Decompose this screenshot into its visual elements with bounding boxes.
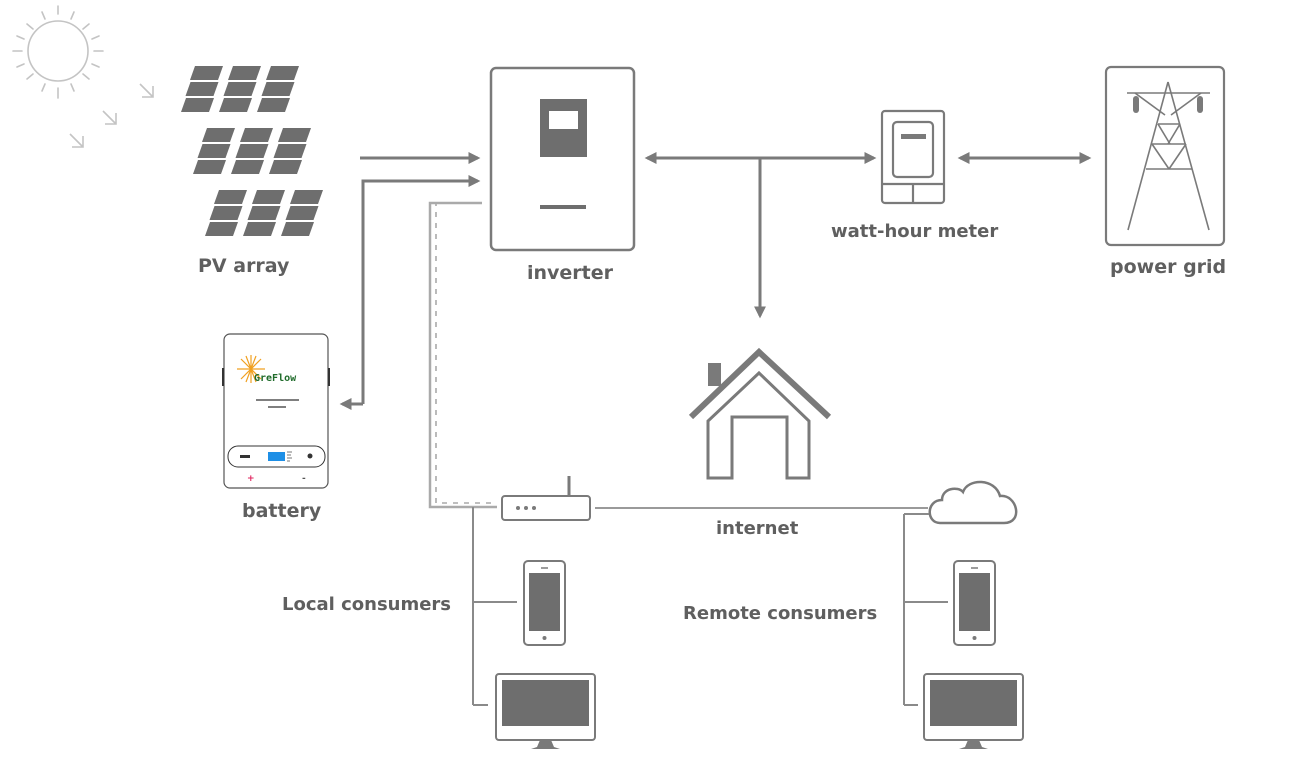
local-phone-icon: [523, 560, 566, 646]
solar-cell: [209, 206, 243, 220]
power-tower-icon: [1104, 65, 1226, 247]
solar-cell: [197, 144, 231, 158]
local-monitor-icon: [495, 673, 596, 749]
pv-to-inverter-arrows: [339, 152, 481, 410]
solar-cell: [252, 190, 285, 204]
solar-cell: [190, 66, 223, 80]
solar-cell: [247, 206, 281, 220]
battery-brand-text: GreFlow: [254, 373, 297, 384]
house-icon: [688, 347, 832, 480]
solar-cell: [223, 82, 257, 96]
power-grid-label: power grid: [1110, 256, 1227, 278]
battery-label: battery: [242, 500, 322, 522]
solar-cell: [257, 98, 290, 112]
solar-cell: [219, 98, 252, 112]
solar-cell: [205, 222, 238, 236]
battery-icon: [222, 333, 330, 489]
solar-cell: [193, 160, 226, 174]
inverter-meter-arrow: [644, 152, 877, 319]
router-icon: [501, 476, 591, 521]
sunray-arrows: [69, 83, 154, 148]
local-consumers-lines: [472, 507, 517, 706]
solar-cell: [269, 160, 302, 174]
solar-cell: [228, 66, 261, 80]
solar-cell: [273, 144, 307, 158]
solar-cell: [231, 160, 264, 174]
cloud-icon: [928, 480, 1018, 525]
battery-plus-terminal: +: [247, 474, 255, 484]
remote-monitor-icon: [923, 673, 1024, 749]
solar-cell: [214, 190, 247, 204]
solar-cell: [202, 128, 235, 142]
inverter-label: inverter: [527, 262, 614, 284]
pv-array-label: PV array: [198, 255, 290, 277]
solar-cell: [285, 206, 319, 220]
solar-cell: [243, 222, 276, 236]
sun-icon: [12, 5, 104, 99]
remote-consumers-label: Remote consumers: [683, 603, 878, 624]
remote-phone-icon: [953, 560, 996, 646]
solar-cell: [278, 128, 311, 142]
solar-cell: [185, 82, 219, 96]
solar-cell: [181, 98, 214, 112]
battery-minus-terminal: -: [302, 474, 306, 484]
battery-logo-star-icon: [237, 355, 265, 383]
meter-icon: [880, 109, 946, 205]
communication-line: [428, 201, 497, 509]
internet-label: internet: [716, 518, 799, 539]
local-consumers-label: Local consumers: [282, 594, 452, 615]
solar-cell: [281, 222, 314, 236]
meter-label: watt-hour meter: [831, 221, 999, 242]
solar-cell: [290, 190, 323, 204]
solar-cell: [240, 128, 273, 142]
solar-panel-icon: [181, 66, 323, 236]
solar-cell: [235, 144, 269, 158]
inverter-icon: [489, 66, 636, 252]
remote-consumers-lines: [903, 513, 948, 706]
solar-cell: [261, 82, 295, 96]
solar-cell: [266, 66, 299, 80]
